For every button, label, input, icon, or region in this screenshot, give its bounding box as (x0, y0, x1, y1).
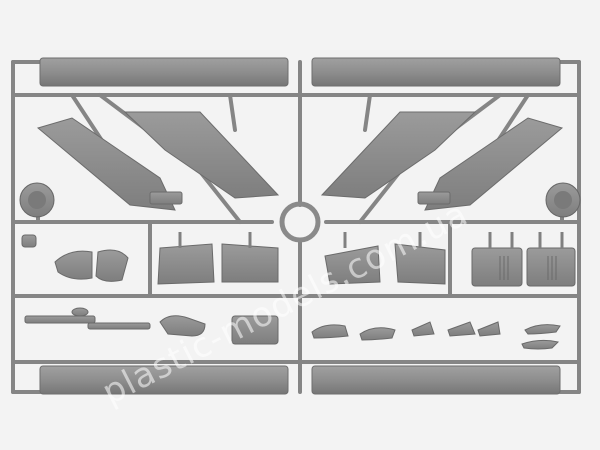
small-part-d (447, 321, 476, 337)
box-part-center (231, 315, 279, 345)
small-part-c (411, 321, 435, 337)
small-part-e (477, 321, 501, 337)
small-wing-b (359, 327, 396, 341)
rod-knob (71, 307, 89, 317)
small-wing-a (311, 324, 349, 339)
long-bar-top-right (311, 57, 561, 87)
cowl-left-b (95, 249, 129, 282)
lower-row-parts (24, 307, 561, 350)
cowl-left-a (54, 250, 93, 280)
fin-right-inner (320, 111, 477, 199)
panel-right-b (394, 243, 446, 285)
long-bar-parts (39, 57, 561, 395)
fin-root-right (417, 191, 451, 205)
small-clip-left (21, 234, 37, 248)
blade-part-a (524, 324, 561, 335)
blade-part-b (521, 339, 559, 350)
sprue-frame (11, 60, 581, 394)
gates-top-right (178, 232, 564, 248)
grille-right-b (526, 247, 576, 287)
panel-left-a (157, 243, 215, 285)
fin-root-left (149, 191, 183, 205)
middle-row-parts (21, 234, 576, 287)
sprue-center-ring (279, 201, 321, 243)
grille-right-a (471, 247, 523, 287)
stabilizer-parts (36, 111, 564, 211)
round-parts (19, 182, 581, 218)
long-bar-bottom-left (39, 365, 289, 395)
panel-right-a (324, 245, 381, 285)
grille-detail (499, 256, 557, 280)
curved-part-left (159, 315, 206, 337)
rod-left-b (87, 322, 151, 330)
panel-left-b (221, 243, 279, 283)
long-bar-top-left (39, 57, 289, 87)
rod-left (24, 315, 96, 324)
long-bar-bottom-right (311, 365, 561, 395)
fin-left-inner (123, 111, 280, 199)
